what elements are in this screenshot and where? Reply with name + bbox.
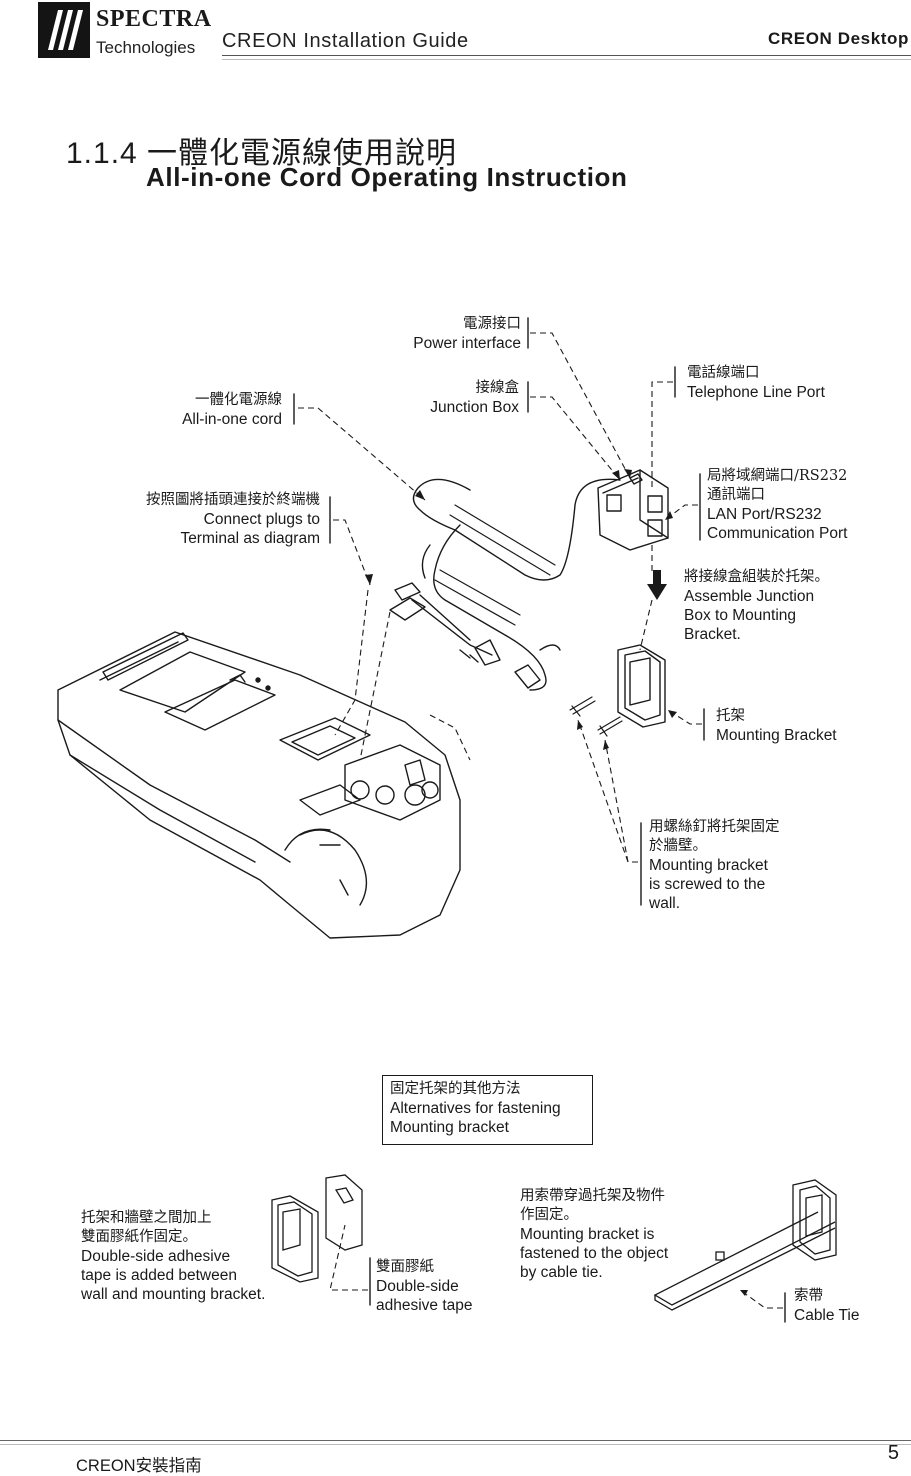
tie-desc-en-line1: Mounting bracket is [520,1226,655,1243]
tie-desc-en-line2: fastened to the object [520,1245,669,1262]
tie-desc-zh-line2: 作固定。 [520,1207,578,1223]
lan-port-zh-line1: 局將域網端口/RS232 [707,468,848,484]
cable-tie-label: 索帶 Cable Tie [794,1287,859,1325]
lan-port-zh-line2: 通訊端口 [707,487,765,503]
product-name: CREON Desktop [768,29,909,48]
tape-desc-en-line3: wall and mounting bracket. [81,1286,266,1303]
alternatives-box: 固定托架的其他方法 Alternatives for fastening Mou… [382,1075,593,1145]
assemble-en-line1: Assemble Junction [684,588,815,605]
screw-wall-en-line2: is screwed to the [649,876,766,893]
alternatives-title-en-line1: Alternatives for fastening [390,1100,561,1117]
assemble-bracket-label: 將接線盒組裝於托架。 Assemble Junction Box to Moun… [684,568,829,644]
header-rule [222,55,911,56]
lan-port-en-line1: LAN Port/RS232 [707,506,822,523]
tape-illustration [271,1174,363,1283]
screw-wall-zh-line1: 用螺絲釘將托架固定 [649,819,780,835]
all-in-one-cord-en: All-in-one cord [182,411,282,428]
screw-wall-label: 用螺絲釘將托架固定 於牆壁。 Mounting bracket is screw… [649,818,780,913]
lan-port-label: 局將域網端口/RS232 通訊端口 LAN Port/RS232 Communi… [707,467,847,543]
logo-subtitle: Technologies [96,38,196,57]
tie-desc-zh-line1: 用索帶穿過托架及物件 [520,1188,665,1204]
screws [569,696,623,737]
screw-wall-zh-line2: 於牆壁。 [649,838,707,854]
header-rule-secondary [222,59,911,60]
tape-desc-en-line1: Double-side adhesive [81,1248,231,1265]
tape-description: 托架和牆壁之間加上 雙面膠紙作固定。 Double-side adhesive … [81,1209,265,1304]
terminal-device [57,631,461,939]
cable-tie-zh: 索帶 [794,1288,823,1304]
footer-guide-name: CREON安裝指南 [76,1457,202,1475]
mounting-bracket [617,644,666,728]
alternatives-title-en-line2: Mounting bracket [390,1119,509,1136]
tape-desc-en-line2: tape is added between [81,1267,237,1284]
document-title: CREON Installation Guide [222,30,469,52]
assemble-en-line2: Box to Mounting [684,607,797,624]
cable-tie-description: 用索帶穿過托架及物件 作固定。 Mounting bracket is fast… [520,1187,668,1282]
power-interface-zh: 電源接口 [463,316,521,332]
telephone-port-label: 電話線端口 Telephone Line Port [687,364,825,402]
connect-plugs-en-line1: Connect plugs to [203,511,320,528]
junction-box-en: Junction Box [430,399,519,416]
footer-rule [0,1440,911,1441]
screw-wall-en-line1: Mounting bracket [649,857,768,874]
logo-slashes-icon [48,10,83,50]
coiled-cord [412,478,621,691]
tape-label-en-line2: adhesive tape [376,1297,473,1314]
connector-plugs [389,582,541,689]
tape-desc-zh-line1: 托架和牆壁之間加上 [81,1210,212,1226]
connect-plugs-zh: 按照圖將插頭連接於終端機 [146,492,320,508]
tape-label-en-line1: Double-side [376,1278,459,1295]
page-number: 5 [887,1442,899,1464]
tie-desc-en-line3: by cable tie. [520,1264,603,1281]
telephone-port-en: Telephone Line Port [687,384,825,401]
tape-label-zh: 雙面膠紙 [376,1259,434,1275]
junction-box [597,469,669,551]
power-interface-en: Power interface [413,335,521,352]
mounting-bracket-zh: 托架 [716,708,745,724]
section-title-chinese: 1.1.4 一體化電源線使用說明 [66,137,458,170]
alternatives-title-zh: 固定托架的其他方法 [390,1081,521,1097]
junction-box-zh: 接線盒 [475,380,520,396]
assemble-en-line3: Bracket. [684,626,741,643]
footer-rule-secondary [0,1444,911,1445]
all-in-one-cord-label: 一體化電源線 All-in-one cord [182,391,282,429]
company-logo-mark [38,2,90,58]
tape-label: 雙面膠紙 Double-side adhesive tape [376,1258,473,1315]
cable-tie-en: Cable Tie [794,1307,860,1324]
cord-coil-springs [434,504,556,626]
telephone-port-zh: 電話線端口 [687,365,760,381]
cable-tie-illustration [653,1179,837,1311]
screw-wall-en-line3: wall. [649,895,681,912]
all-in-one-cord-zh: 一體化電源線 [195,392,282,408]
section-title-english: All-in-one Cord Operating Instruction [146,162,628,192]
assemble-zh: 將接線盒組裝於托架。 [684,569,829,585]
assemble-arrow-icon [647,570,667,600]
tape-desc-zh-line2: 雙面膠紙作固定。 [81,1229,197,1245]
mounting-bracket-label: 托架 Mounting Bracket [716,707,837,745]
connect-plugs-en-line2: Terminal as diagram [180,530,320,547]
power-interface-label: 電源接口 Power interface [413,315,521,353]
logo-wordmark: SPECTRA [96,6,212,32]
lan-port-en-line2: Communication Port [707,525,848,542]
mounting-bracket-en: Mounting Bracket [716,727,837,744]
junction-box-label: 接線盒 Junction Box [430,379,519,417]
connect-plugs-label: 按照圖將插頭連接於終端機 Connect plugs to Terminal a… [146,491,320,548]
